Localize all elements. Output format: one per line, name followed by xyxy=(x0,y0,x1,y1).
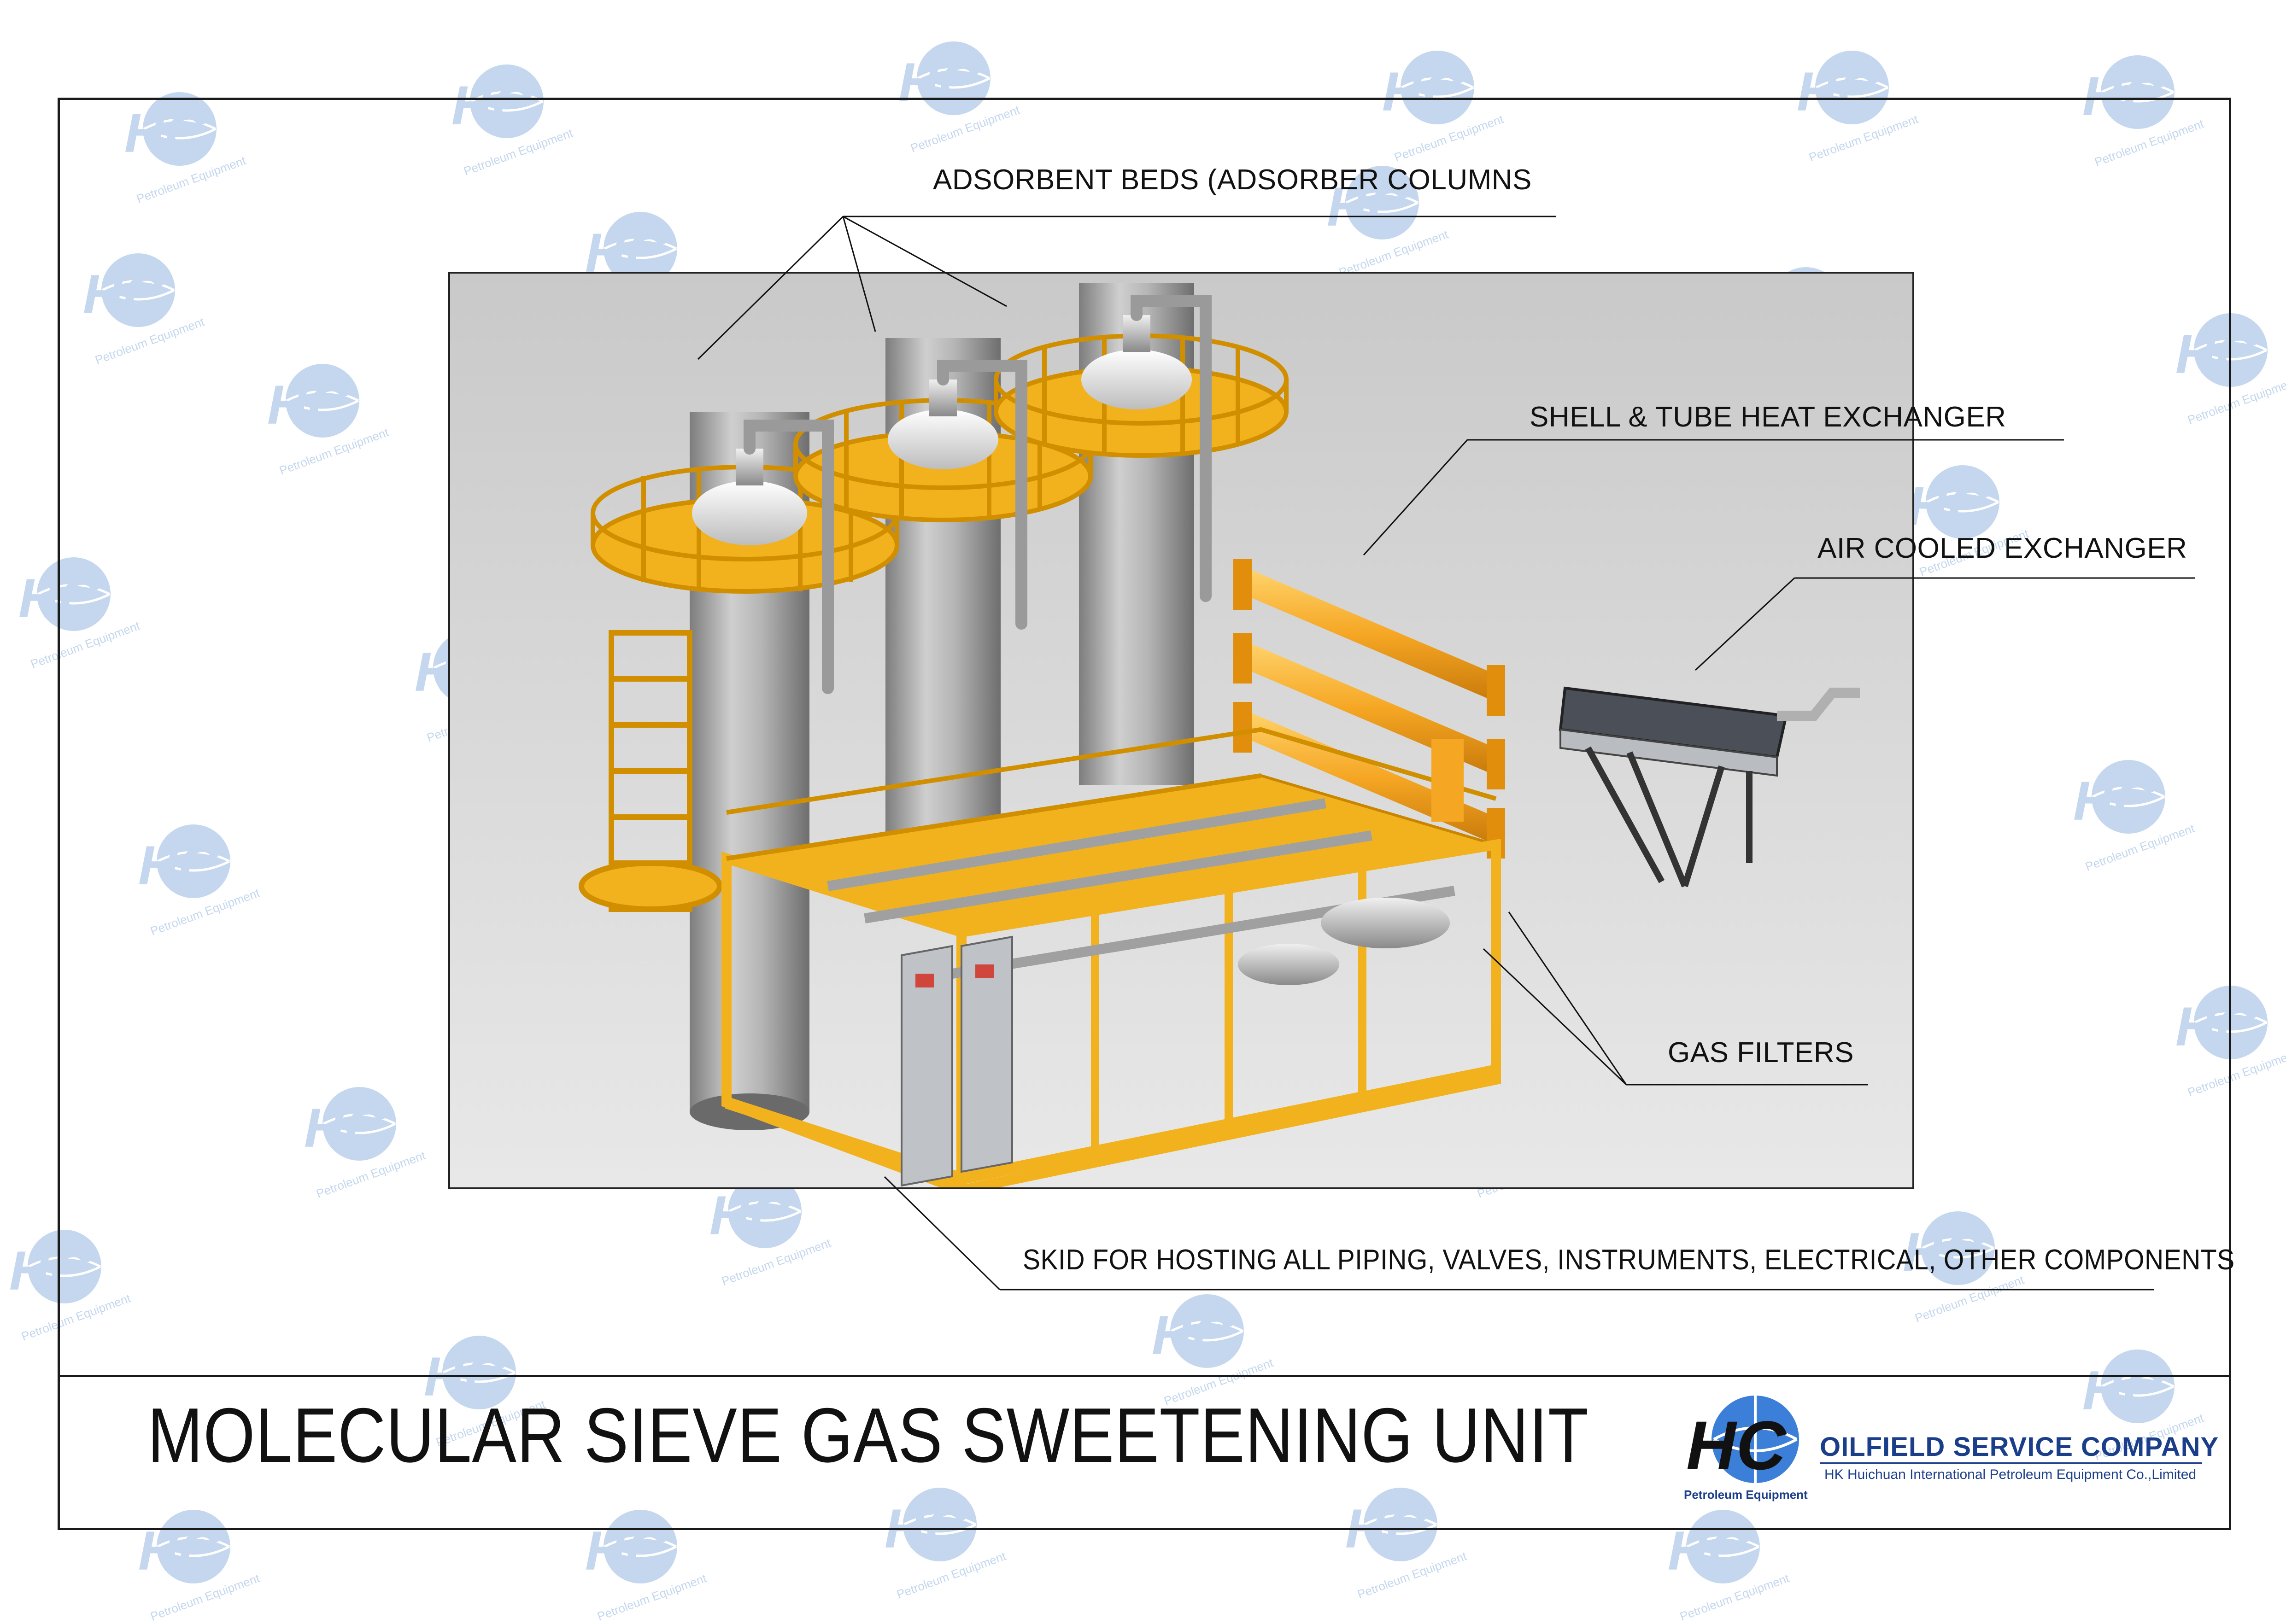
access-stairs xyxy=(579,630,722,912)
watermark-caption: Petroleum Equipment xyxy=(148,1571,262,1624)
title-block-divider xyxy=(58,1375,2231,1377)
gas-filters xyxy=(1238,739,1464,985)
company-underline xyxy=(1820,1462,2202,1464)
watermark-caption: Petroleum Equipment xyxy=(1355,1549,1469,1601)
vessel-domes xyxy=(692,315,1192,545)
company-name: OILFIELD SERVICE COMPANY xyxy=(1820,1432,2219,1462)
callout-gas-filters: GAS FILTERS xyxy=(1668,1037,1854,1069)
callout-air-cooled-exchanger: AIR COOLED EXCHANGER xyxy=(1817,532,2187,564)
globe-logo-icon: HC xyxy=(1686,1396,1799,1484)
drawing-title: MOLECULAR SIEVE GAS SWEETENING UNIT xyxy=(147,1392,1589,1478)
electrical-panels xyxy=(901,935,1013,1187)
logo-caption: Petroleum Equipment xyxy=(1684,1488,1808,1501)
watermark-caption: Petroleum Equipment xyxy=(895,1549,1008,1601)
air-cooled-exchanger xyxy=(1559,686,1860,888)
company-subtitle: HK Huichuan International Petroleum Equi… xyxy=(1824,1467,2197,1482)
unit-illustration xyxy=(579,283,1860,1187)
callout-skid: SKID FOR HOSTING ALL PIPING, VALVES, INS… xyxy=(1023,1244,2235,1276)
drawing-border xyxy=(58,98,2231,1530)
watermark-caption: Petroleum Equipment xyxy=(1678,1571,1791,1624)
equipment-skid xyxy=(721,727,1501,1187)
callout-adsorbent-beds: ADSORBENT BEDS (ADSORBER COLUMNS xyxy=(933,164,1532,196)
overhead-piping xyxy=(744,295,1212,694)
callout-shell-tube-heat-exchanger: SHELL & TUBE HEAT EXCHANGER xyxy=(1530,401,2006,433)
company-logo: HC xyxy=(1677,1389,1815,1508)
equipment-render xyxy=(448,272,1914,1189)
svg-text:HC: HC xyxy=(1686,1407,1787,1484)
watermark-caption: Petroleum Equipment xyxy=(595,1571,709,1624)
